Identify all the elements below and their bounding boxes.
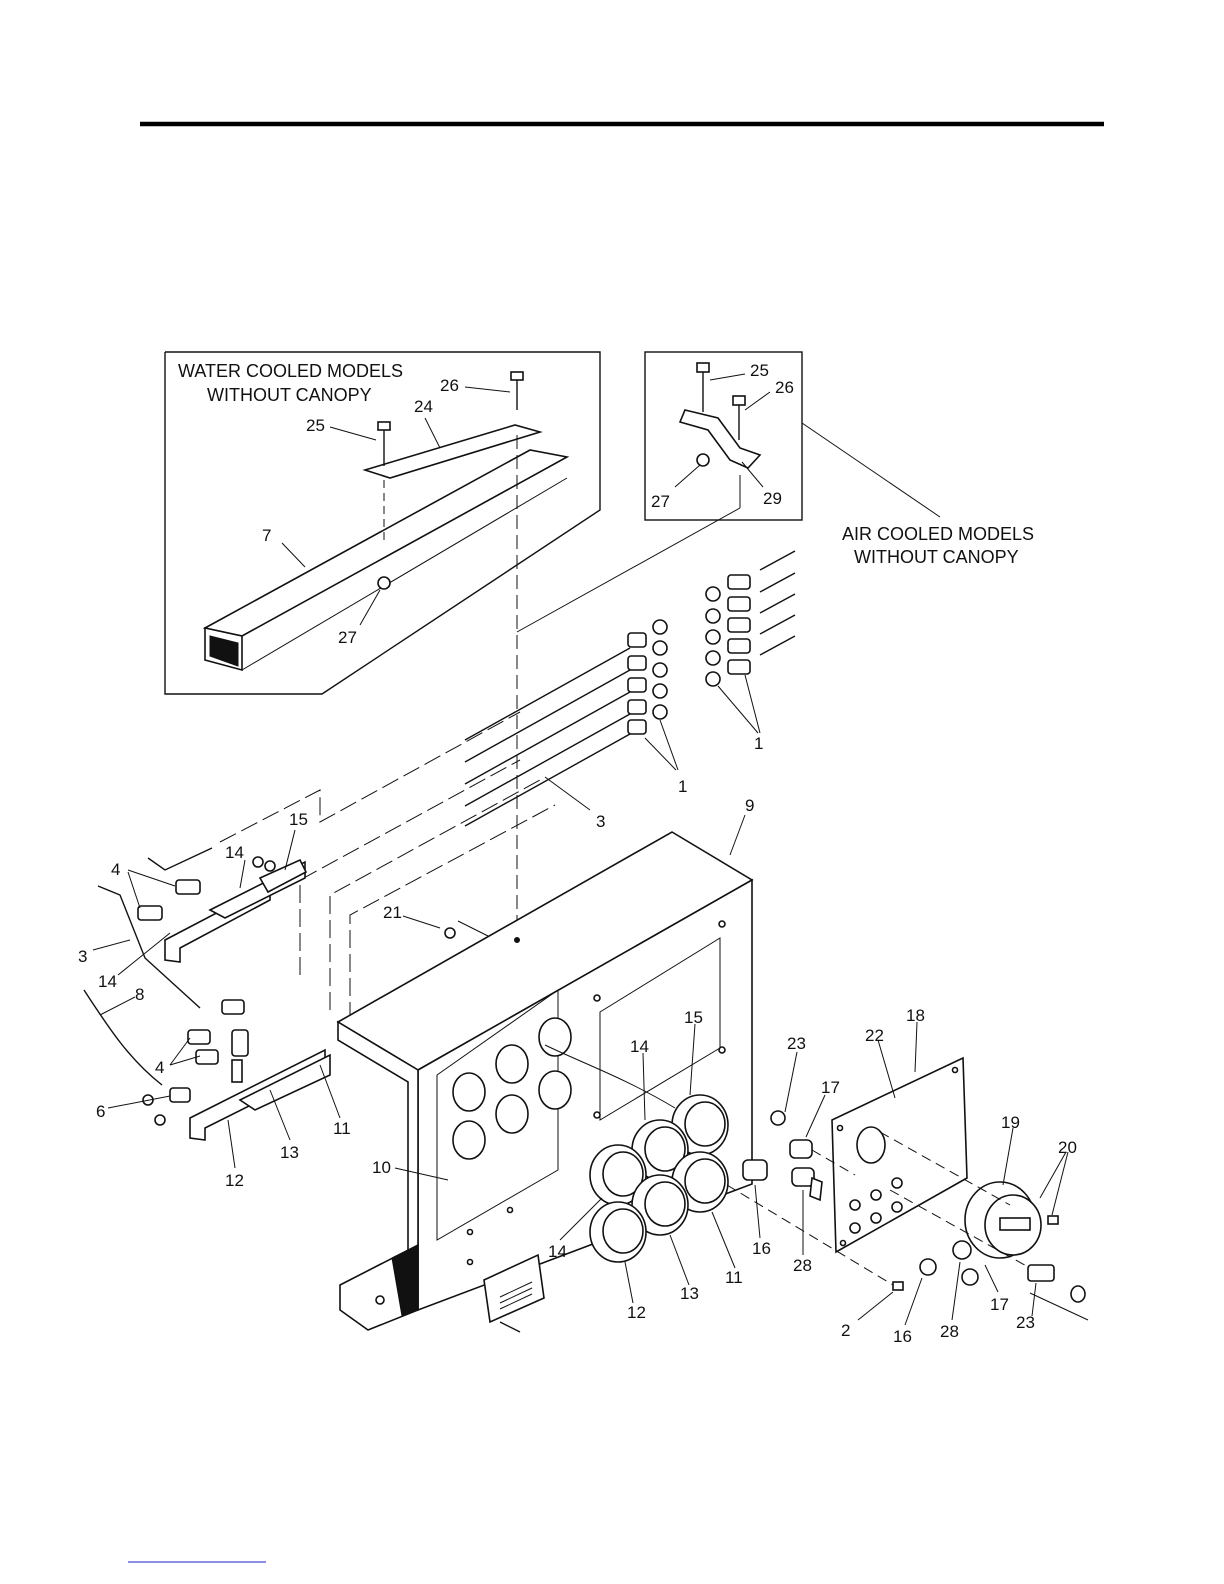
callout-10: 10 (372, 1158, 391, 1177)
callout-17: 17 (990, 1295, 1009, 1314)
callout-14: 14 (225, 843, 244, 862)
callout-23: 23 (787, 1034, 806, 1053)
callout-6: 6 (96, 1102, 105, 1121)
callout-11: 11 (333, 1119, 351, 1138)
callout-20: 20 (1058, 1138, 1077, 1157)
callout-2: 2 (841, 1321, 850, 1340)
callout-16: 16 (752, 1239, 771, 1258)
water-cooled-caption-line2: WITHOUT CANOPY (207, 385, 372, 405)
callout-26: 26 (440, 376, 459, 395)
callout-4: 4 (155, 1058, 164, 1077)
callout-17: 17 (821, 1078, 840, 1097)
callout-3: 3 (596, 812, 605, 831)
air-cooled-caption-line2: WITHOUT CANOPY (854, 547, 1019, 567)
callout-27: 27 (338, 628, 357, 647)
callout-8: 8 (135, 985, 144, 1004)
callout-28: 28 (940, 1322, 959, 1341)
callout-11: 11 (725, 1268, 743, 1287)
callout-13: 13 (280, 1143, 299, 1162)
callout-15: 15 (684, 1008, 703, 1027)
callout-3: 3 (78, 947, 87, 966)
water-cooled-caption-line1: WATER COOLED MODELS (178, 361, 403, 381)
callout-25: 25 (750, 361, 769, 380)
right-components (727, 1022, 1088, 1325)
callout-1: 1 (678, 777, 687, 796)
callout-15: 15 (289, 810, 308, 829)
nut (378, 577, 390, 589)
callout-4: 4 (111, 860, 120, 879)
callout-14: 14 (98, 972, 117, 991)
callout-26: 26 (775, 378, 794, 397)
callout-12: 12 (225, 1171, 244, 1190)
bolt (511, 372, 523, 410)
tube-bracket (240, 1055, 330, 1110)
nut (771, 1111, 785, 1125)
callout-27: 27 (651, 492, 670, 511)
callout-25: 25 (306, 416, 325, 435)
callout-13: 13 (680, 1284, 699, 1303)
callout-12: 12 (627, 1303, 646, 1322)
callout-22: 22 (865, 1026, 884, 1045)
callout-14: 14 (630, 1037, 649, 1056)
callout-1: 1 (754, 734, 763, 753)
indicator-light (1028, 1265, 1054, 1281)
callout-7: 7 (262, 526, 271, 545)
instrument-panel-housing (338, 815, 752, 1332)
callout-9: 9 (745, 796, 754, 815)
air-cooled-inset (517, 352, 940, 632)
push-button-switch (743, 1160, 767, 1180)
gauge (590, 1202, 646, 1262)
callout-19: 19 (1001, 1113, 1020, 1132)
nut (697, 454, 709, 466)
callout-28: 28 (793, 1256, 812, 1275)
callout-23: 23 (1016, 1313, 1035, 1332)
bolt (378, 422, 390, 466)
callout-18: 18 (906, 1006, 925, 1025)
callout-24: 24 (414, 397, 433, 416)
callout-21: 21 (383, 903, 402, 922)
channel-bracket (205, 450, 567, 636)
air-cooled-caption-line1: AIR COOLED MODELS (842, 524, 1034, 544)
offset-bracket (680, 410, 760, 468)
callout-16: 16 (893, 1327, 912, 1346)
grommet (445, 928, 455, 938)
callout-29: 29 (763, 489, 782, 508)
push-button-switch (790, 1140, 812, 1158)
left-fittings-cluster (84, 830, 340, 1168)
callout-14: 14 (548, 1242, 567, 1261)
